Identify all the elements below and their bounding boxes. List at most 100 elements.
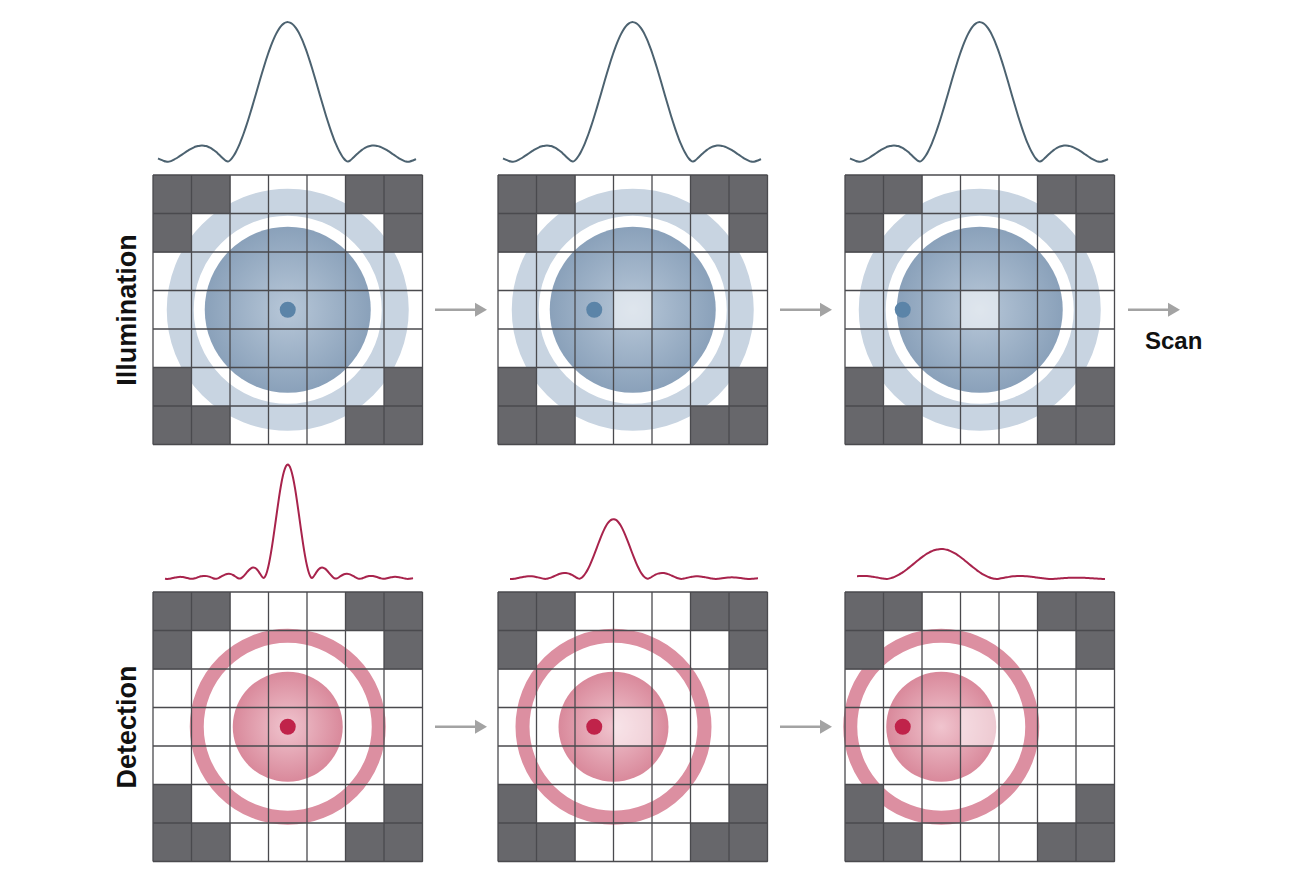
inactive-element — [498, 175, 537, 214]
inactive-element — [537, 175, 576, 214]
scan-label: Scan — [1145, 327, 1202, 355]
grid-line — [651, 175, 652, 445]
row-label: Detection — [112, 665, 143, 788]
grid-line — [690, 175, 691, 445]
arrow-head — [820, 720, 832, 734]
inactive-element — [1038, 175, 1077, 214]
grid-line — [1075, 592, 1076, 862]
grid-line — [845, 707, 1115, 708]
grid-line — [153, 591, 423, 592]
arrow-shaft — [1128, 309, 1172, 312]
grid-line — [960, 592, 961, 862]
inactive-element — [845, 592, 884, 631]
inactive-element — [884, 406, 923, 445]
center-element — [614, 708, 653, 747]
inactive-element — [691, 175, 730, 214]
grid-line — [1114, 592, 1115, 862]
airy-ring — [525, 202, 740, 417]
intensity-profile — [158, 22, 416, 162]
grid-line — [498, 591, 768, 592]
grid-line — [306, 592, 307, 862]
inactive-element — [192, 406, 231, 445]
inactive-element — [153, 214, 192, 253]
inactive-element — [845, 823, 884, 862]
detector-panel — [845, 22, 1115, 445]
inactive-element — [153, 631, 192, 670]
detector-panel — [153, 465, 423, 862]
grid-line — [498, 707, 768, 708]
intensity-profile — [503, 22, 761, 162]
grid-line — [153, 822, 423, 823]
grid-line — [845, 861, 1115, 862]
grid-line — [845, 784, 1115, 785]
grid-line — [152, 175, 153, 445]
inactive-element — [729, 592, 768, 631]
inactive-element — [1076, 214, 1115, 253]
grid-line — [613, 175, 614, 445]
center-element — [961, 708, 1000, 747]
detector-panel — [498, 519, 768, 862]
grid-line — [153, 174, 423, 175]
point-source — [586, 719, 602, 735]
inactive-element — [1076, 823, 1115, 862]
inactive-element — [845, 175, 884, 214]
grid-line — [574, 592, 575, 862]
arrow-shaft — [435, 726, 479, 729]
grid-line — [498, 444, 768, 445]
airy-ring — [197, 636, 379, 818]
grid-line — [883, 592, 884, 862]
inactive-element — [729, 214, 768, 253]
grid-line — [152, 592, 153, 862]
inactive-element — [729, 406, 768, 445]
grid-line — [613, 592, 614, 862]
inactive-element — [1076, 592, 1115, 631]
inactive-element — [192, 823, 231, 862]
inactive-element — [384, 406, 423, 445]
panel-ground — [498, 592, 768, 862]
panel-ground — [153, 592, 423, 862]
arrow-head — [1168, 303, 1180, 317]
grid-line — [153, 784, 423, 785]
inactive-element — [729, 823, 768, 862]
grid-line — [960, 175, 961, 445]
center-element — [961, 291, 1000, 330]
inactive-element — [192, 592, 231, 631]
intensity-profile — [165, 465, 413, 579]
grid-line — [845, 630, 1115, 631]
inactive-element — [884, 823, 923, 862]
grid-line — [153, 405, 423, 406]
grid-line — [845, 213, 1115, 214]
detector-panel — [498, 22, 768, 445]
grid-line — [651, 592, 652, 862]
intensity-profile — [510, 519, 758, 579]
grid-line — [690, 592, 691, 862]
arrow-shaft — [780, 726, 824, 729]
intensity-profile — [857, 549, 1105, 579]
detector-panel — [845, 549, 1115, 862]
grid-line — [845, 444, 1115, 445]
grid-line — [383, 175, 384, 445]
inactive-element — [729, 631, 768, 670]
scan-arrow — [780, 303, 832, 317]
inactive-element — [729, 368, 768, 407]
inactive-element — [1076, 631, 1115, 670]
grid-line — [153, 668, 423, 669]
grid-line — [498, 405, 768, 406]
grid-line — [306, 175, 307, 445]
grid-line — [844, 592, 845, 862]
point-source — [586, 302, 602, 318]
grid-line — [268, 592, 269, 862]
inactive-element — [1038, 823, 1077, 862]
grid-line — [883, 175, 884, 445]
grid-line — [422, 175, 423, 445]
detector-panel — [153, 22, 423, 445]
airy-ring — [180, 202, 395, 417]
grid-line — [728, 592, 729, 862]
grid-line — [153, 707, 423, 708]
grid-line — [498, 213, 768, 214]
inactive-element — [153, 368, 192, 407]
grid-line — [498, 251, 768, 252]
inactive-element — [153, 592, 192, 631]
inactive-element — [384, 785, 423, 824]
